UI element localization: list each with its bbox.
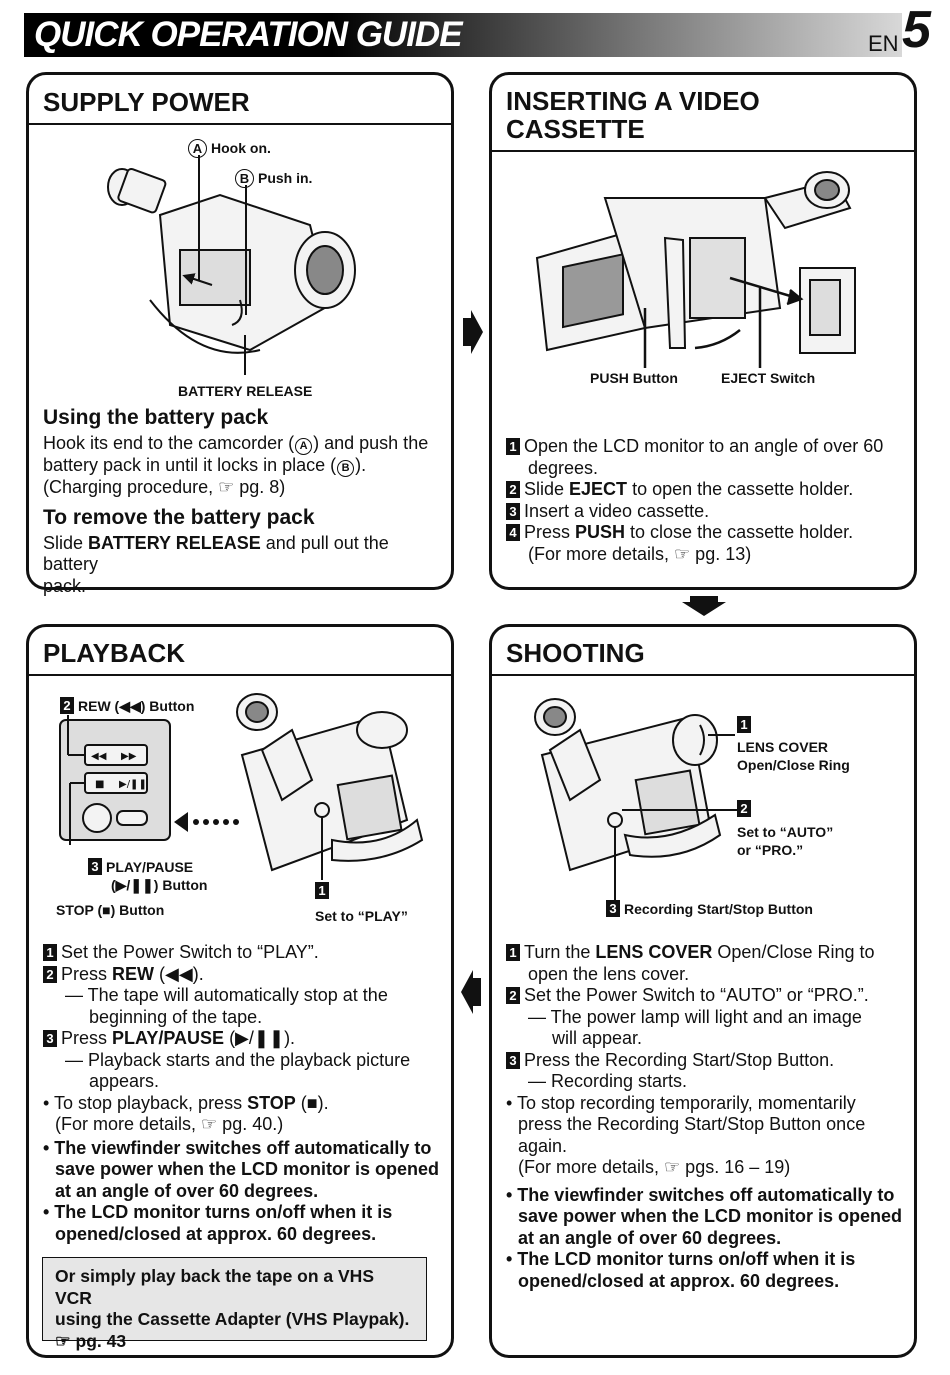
stop-button-label: STOP (■) Button — [56, 902, 165, 918]
shooting-title: SHOOTING — [506, 638, 645, 668]
svg-text:▶▶: ▶▶ — [121, 751, 137, 762]
playback-title: PLAYBACK — [43, 638, 186, 668]
inserting-title-line1: INSERTING A VIDEO — [506, 86, 760, 116]
arrow-left-icon — [461, 970, 481, 1014]
dotted-arrow-icon — [174, 812, 239, 832]
page-title: QUICK OPERATION GUIDE — [34, 15, 463, 54]
set-play-label: Set to “PLAY” — [315, 908, 408, 924]
svg-text:▶/❚❚: ▶/❚❚ — [119, 779, 147, 790]
supply-power-title: SUPPLY POWER — [43, 87, 250, 117]
title-divider — [29, 123, 451, 125]
lens-cover-number: 1 — [737, 716, 755, 734]
svg-text:■: ■ — [95, 779, 104, 790]
camcorder-playback-illustration — [236, 693, 424, 880]
cassette-insertion-illustration — [535, 171, 856, 368]
play-pause-button-label-2: (▶/❚❚) Button — [111, 877, 208, 893]
remove-battery-heading: To remove the battery pack — [43, 505, 315, 529]
title-divider — [492, 150, 914, 152]
power-switch-number: 2 — [737, 800, 755, 818]
playback-controls-illustration: ◀◀ ▶▶ ■ ▶/❚❚ — [59, 715, 171, 845]
vhs-playpak-note: Or simply play back the tape on a VHS VC… — [42, 1257, 427, 1351]
arrow-down-icon — [682, 596, 726, 616]
push-button-label: PUSH Button — [590, 370, 678, 386]
svg-text:◀◀: ◀◀ — [91, 751, 107, 762]
set-play-number: 1 — [315, 882, 333, 900]
page-number: 5 — [902, 1, 931, 59]
inserting-title-line2: CASSETTE — [506, 114, 645, 144]
using-battery-heading: Using the battery pack — [43, 406, 269, 429]
title-divider — [29, 674, 451, 676]
battery-pack-illustration — [107, 155, 356, 375]
supply-power-body: Using the battery pack Hook its end to t… — [43, 405, 443, 597]
camcorder-shooting-illustration — [534, 698, 740, 903]
header-bar — [24, 13, 902, 57]
battery-release-label: BATTERY RELEASE — [178, 383, 313, 399]
title-divider — [492, 674, 914, 676]
power-switch-label: Set to “AUTO”or “PRO.” — [737, 824, 834, 858]
arrow-right-icon — [463, 310, 483, 354]
eject-switch-label: EJECT Switch — [721, 370, 816, 386]
language-code: EN — [868, 31, 899, 56]
